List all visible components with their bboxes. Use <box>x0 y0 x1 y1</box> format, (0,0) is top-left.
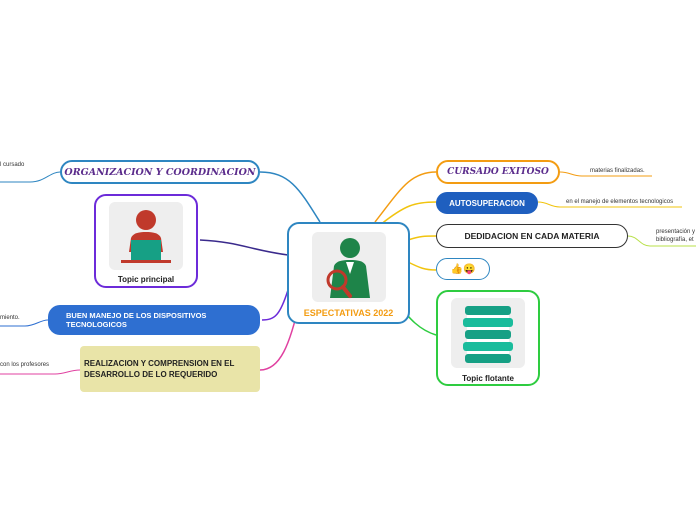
topic-flotante-node[interactable]: Topic flotante <box>436 290 540 386</box>
topic-principal-node[interactable]: Topic principal <box>94 194 198 288</box>
connector-realizacion-leaf <box>0 369 81 375</box>
cursado-node[interactable]: CURSADO EXITOSO <box>436 160 560 184</box>
connector-emoji <box>407 261 437 271</box>
central-title: ESPECTATIVAS 2022 <box>303 308 394 318</box>
connector-autosuperacion-leaf <box>537 201 682 208</box>
connector-buen-manejo <box>261 289 289 321</box>
worker-icon <box>109 202 183 270</box>
detective-icon <box>311 232 386 302</box>
connector-organizacion <box>259 171 321 223</box>
central-topic[interactable]: ESPECTATIVAS 2022 <box>287 222 410 324</box>
buen-manejo-label: BUEN MANEJO DE LOS DISPOSITIVOS TECNOLOG… <box>66 311 207 329</box>
cursado-leaf: materias finalizadas. <box>590 168 645 174</box>
autosuperacion-leaf: en el manejo de elementos tecnologicos <box>566 199 674 205</box>
books-svg <box>463 306 513 363</box>
connector-topic-principal <box>199 239 289 256</box>
connector-organizacion-leaf <box>0 171 61 183</box>
connector-buen-manejo-leaf <box>0 319 49 327</box>
dedicacion-node[interactable]: DEDIDACION EN CADA MATERIA <box>436 224 628 248</box>
detective-svg <box>326 238 370 298</box>
connector-dedicacion <box>407 235 437 241</box>
buen-manejo-leaf: miento. <box>0 315 20 321</box>
dedicacion-leaf-2: bibliografía, et <box>656 237 694 243</box>
autosuperacion-node[interactable]: AUTOSUPERACION <box>436 192 538 214</box>
realizacion-leaf: con los profesores <box>0 362 50 368</box>
connector-cursado-leaf <box>559 171 652 177</box>
books-icon <box>451 298 525 368</box>
connector-autosuperacion <box>379 201 437 226</box>
organizacion-node[interactable]: ORGANIZACION Y COORDINACION <box>60 160 260 184</box>
topic-principal-caption: Topic principal <box>117 275 175 284</box>
dedicacion-leaf-1: presentación y <box>656 229 696 235</box>
organizacion-leaf: l cursado <box>0 162 25 168</box>
realizacion-node[interactable]: REALIZACION Y COMPRENSION EN EL DESARROL… <box>80 346 260 392</box>
topic-flotante-caption: Topic flotante <box>462 374 514 383</box>
realizacion-label: REALIZACION Y COMPRENSION EN EL DESARROL… <box>84 359 235 379</box>
connector-dedicacion-leaf <box>627 235 696 247</box>
buen-manejo-node[interactable]: BUEN MANEJO DE LOS DISPOSITIVOS TECNOLOG… <box>48 305 260 335</box>
connector-cursado <box>374 171 437 223</box>
emoji-node[interactable]: 👍😛 <box>436 258 490 280</box>
worker-svg <box>121 210 171 263</box>
